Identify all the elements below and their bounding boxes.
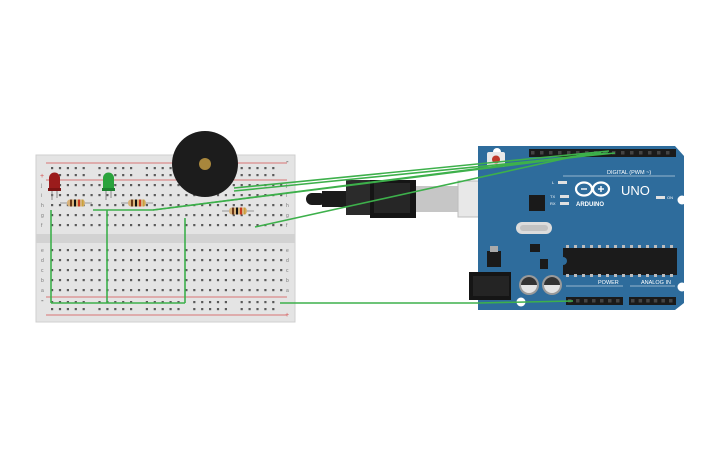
row-letters-top-left: j i h g f: [40, 183, 44, 229]
brand-text: ARDUINO: [576, 202, 604, 208]
svg-text:c: c: [286, 268, 289, 274]
analog-in-label: ANALOG IN: [641, 280, 671, 286]
svg-text:i: i: [286, 193, 287, 199]
wire: [152, 152, 609, 211]
rail-plus-label: +: [285, 312, 289, 319]
breadboard[interactable]: + - + - j i h g f e d c b a j i h g f e …: [35, 154, 296, 323]
svg-text:j: j: [40, 183, 42, 189]
dc-power-jack[interactable]: [469, 272, 511, 300]
svg-text:a: a: [286, 288, 289, 294]
wire: [233, 152, 616, 192]
svg-text:a: a: [41, 288, 44, 294]
arduino-uno-board[interactable]: DIGITAL (PWM ~) POWER ANALOG IN ARDUINO …: [469, 146, 687, 310]
svg-text:ON: ON: [667, 195, 673, 200]
wire: [280, 300, 574, 304]
svg-text:h: h: [286, 203, 289, 209]
usb-cable[interactable]: [306, 180, 509, 218]
red-led[interactable]: [48, 172, 61, 201]
capacitor: [542, 275, 562, 295]
analog-header[interactable]: [629, 297, 676, 305]
rail-minus-label: -: [286, 157, 289, 166]
row-letters-bottom-left: e d c b a: [41, 248, 44, 294]
wire: [233, 150, 610, 189]
crystal-oscillator: [516, 222, 552, 234]
svg-text:i: i: [41, 193, 42, 199]
svg-text:d: d: [286, 258, 289, 264]
power-led: ON: [656, 195, 673, 200]
green-led[interactable]: [102, 172, 115, 201]
svg-text:RX: RX: [550, 201, 556, 206]
svg-text:f: f: [286, 223, 288, 229]
rail-plus-label: +: [40, 173, 44, 180]
svg-text:d: d: [41, 258, 44, 264]
piezo-buzzer[interactable]: [172, 131, 238, 197]
wires[interactable]: [50, 150, 616, 304]
svg-text:e: e: [286, 248, 289, 254]
resistor[interactable]: [121, 199, 153, 207]
svg-text:g: g: [286, 213, 289, 219]
regulator-chip: [530, 244, 540, 252]
onboard-leds: L TX RX: [550, 180, 569, 206]
svg-text:b: b: [286, 278, 289, 284]
header-pin-holes: [568, 299, 673, 303]
arduino-logo-icon: [574, 181, 611, 197]
capacitor: [519, 275, 539, 295]
svg-text:e: e: [41, 248, 44, 254]
resistor[interactable]: [222, 207, 254, 215]
wire: [254, 152, 591, 228]
resistor[interactable]: [60, 199, 92, 207]
row-letters-bottom-right: e d c b a: [286, 248, 289, 294]
svg-text:L: L: [552, 180, 555, 185]
atmega-chip: [563, 245, 677, 277]
svg-text:b: b: [41, 278, 44, 284]
rail-minus-label: -: [41, 296, 44, 305]
svg-text:h: h: [41, 203, 44, 209]
power-label: POWER: [598, 280, 619, 286]
voltage-regulator: [487, 246, 501, 267]
svg-text:g: g: [41, 213, 44, 219]
svg-text:TX: TX: [550, 194, 555, 199]
digital-header-label: DIGITAL (PWM ~): [607, 170, 651, 176]
usb-chip: [529, 195, 545, 211]
svg-text:f: f: [41, 223, 43, 229]
small-chip: [540, 259, 548, 269]
model-text: UNO: [621, 183, 650, 198]
svg-text:c: c: [41, 268, 44, 274]
